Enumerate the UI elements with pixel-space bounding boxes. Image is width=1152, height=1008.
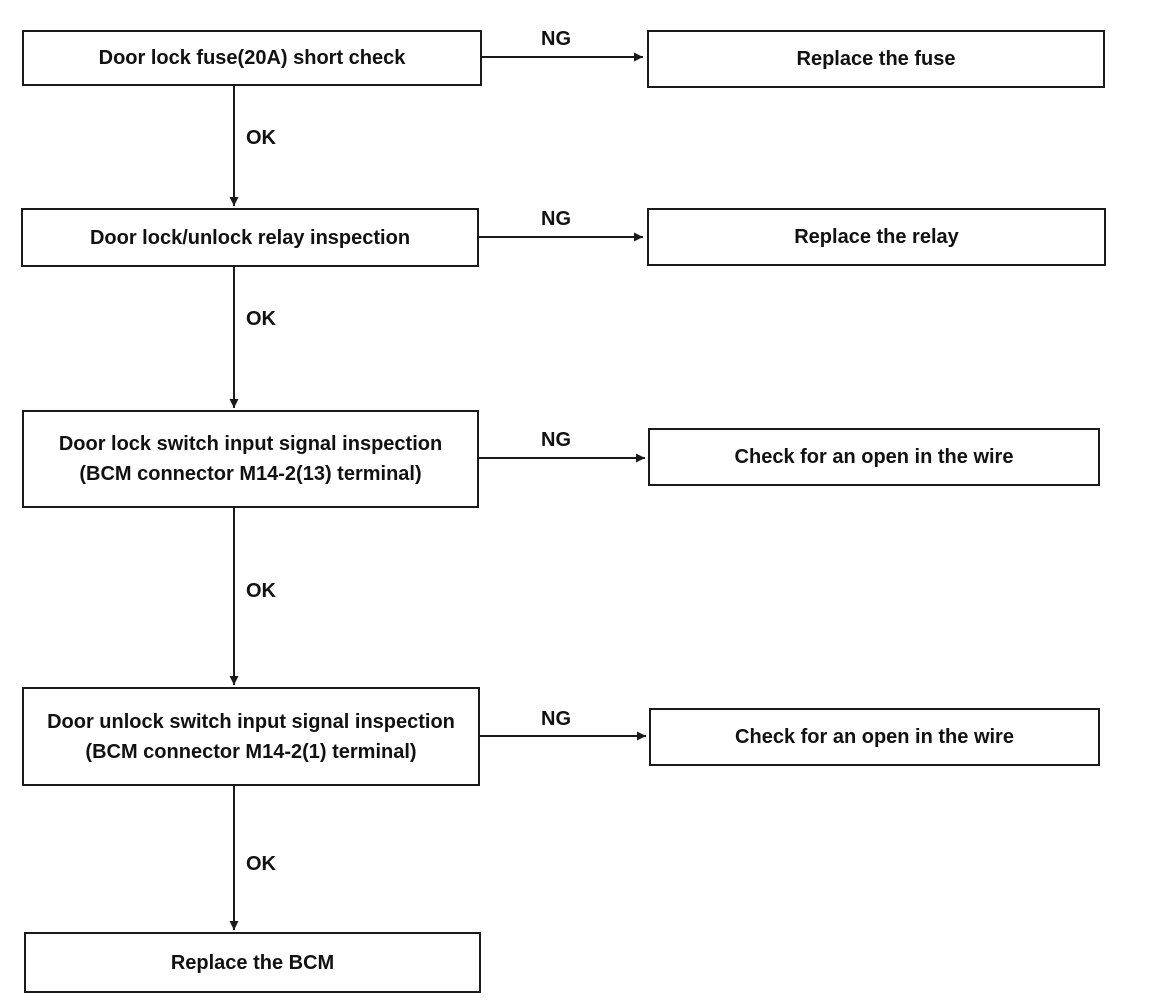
step-lock-switch-inspection: Door lock switch input signal inspection…: [22, 410, 479, 508]
step-relay-inspection: Door lock/unlock relay inspection: [21, 208, 479, 267]
ng-label-3: NG: [541, 429, 571, 451]
ng-label-2: NG: [541, 208, 571, 230]
step-unlock-switch-inspection: Door unlock switch input signal inspecti…: [22, 687, 480, 786]
action-replace-fuse-text: Replace the fuse: [796, 48, 956, 70]
step-unlock-switch-line-1: Door unlock switch input signal inspecti…: [47, 710, 455, 733]
action-check-open-wire-2-text: Check for an open in the wire: [735, 726, 1014, 748]
step-lock-switch-line-1: Door lock switch input signal inspection: [58, 433, 443, 455]
action-replace-relay-text: Replace the relay: [794, 226, 959, 248]
action-check-open-wire-2: Check for an open in the wire: [649, 708, 1100, 766]
action-replace-relay: Replace the relay: [647, 208, 1106, 266]
step-replace-bcm: Replace the BCM: [24, 932, 481, 993]
step-relay-inspection-text: Door lock/unlock relay inspection: [89, 226, 411, 249]
step-unlock-switch-line-2: (BCM connector M14-2(1) terminal): [85, 740, 417, 763]
ng-label-1: NG: [541, 28, 571, 50]
step-lock-switch-line-2: (BCM connector M14-2(13) terminal): [79, 463, 422, 485]
action-check-open-wire-1: Check for an open in the wire: [648, 428, 1100, 486]
action-replace-fuse: Replace the fuse: [647, 30, 1105, 88]
step-replace-bcm-text: Replace the BCM: [170, 951, 335, 974]
ok-label-1: OK: [246, 127, 276, 149]
step-fuse-check-text: Door lock fuse(20A) short check: [98, 47, 406, 69]
ok-label-2: OK: [246, 308, 276, 330]
step-fuse-check: Door lock fuse(20A) short check: [22, 30, 482, 86]
ng-label-4: NG: [541, 708, 571, 730]
action-check-open-wire-1-text: Check for an open in the wire: [734, 446, 1014, 468]
ok-label-3: OK: [246, 580, 276, 602]
ok-label-4: OK: [246, 853, 276, 875]
